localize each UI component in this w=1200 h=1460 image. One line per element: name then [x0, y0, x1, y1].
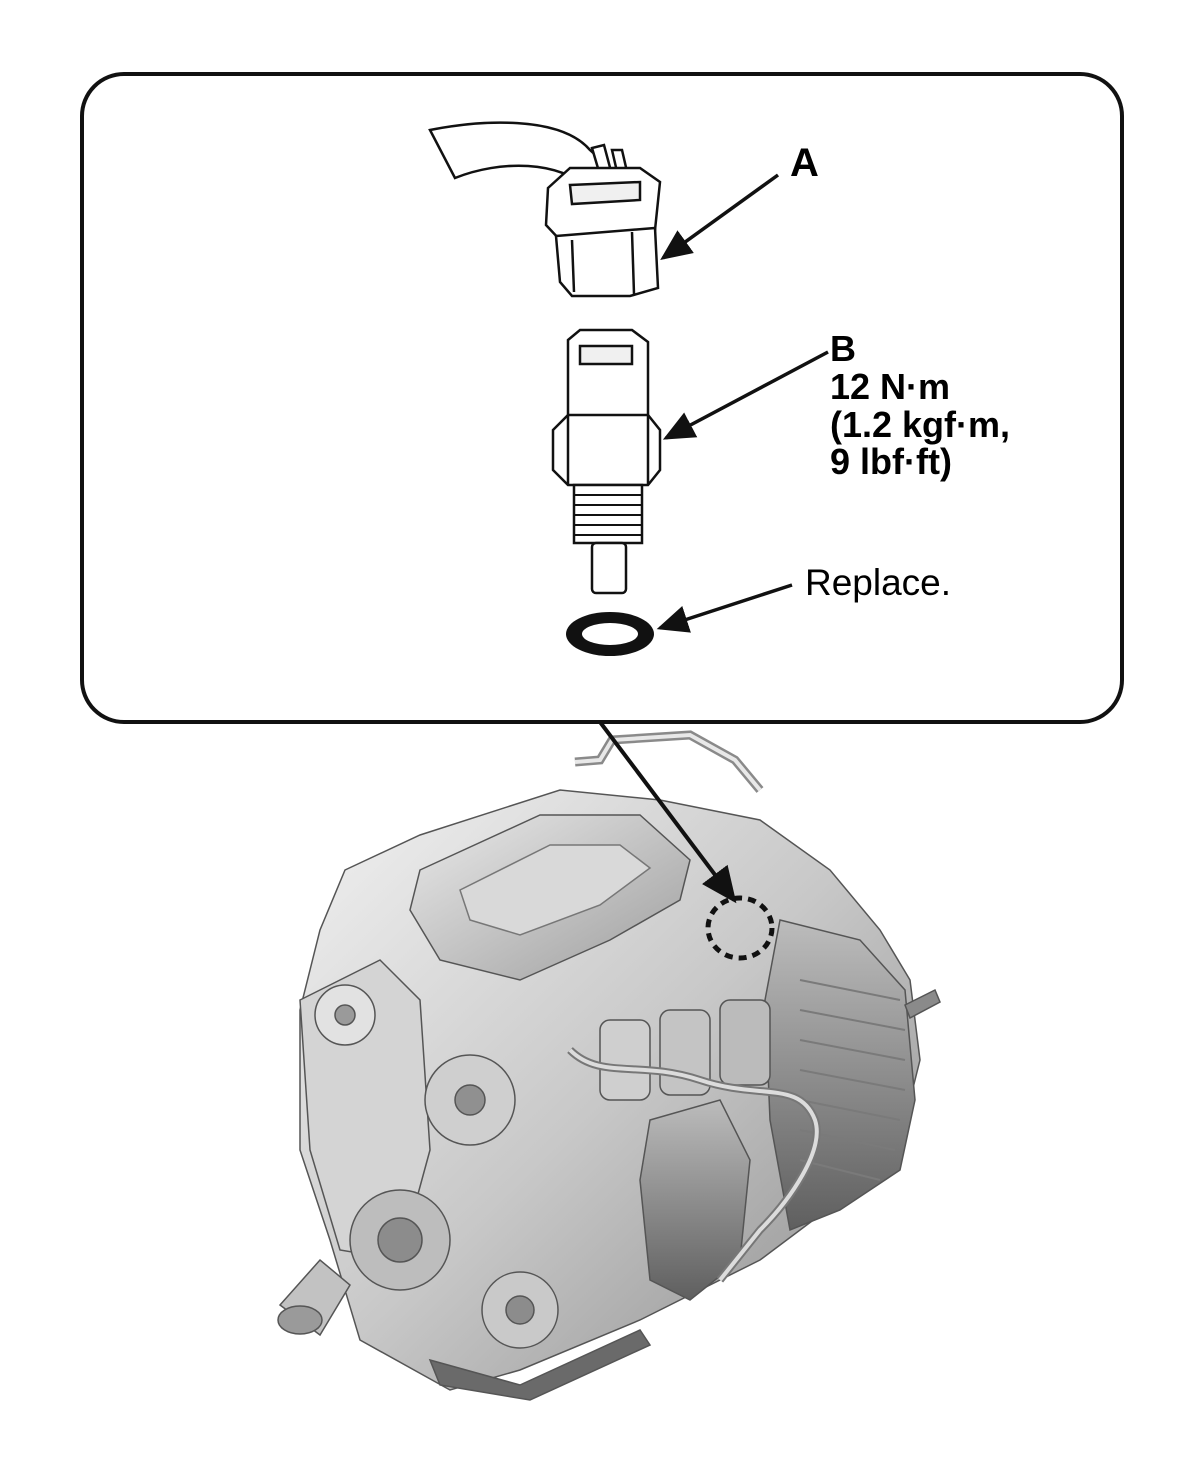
- torque-lbf: 9 lbf·ft): [830, 441, 952, 483]
- torque-kgf: (1.2 kgf·m,: [830, 403, 1011, 445]
- arrow-to-sensor-b: [662, 350, 829, 440]
- torque-nm: 12 N·m: [830, 365, 951, 407]
- replace-note: Replace.: [805, 562, 952, 603]
- label-b-group: B 12 N·m (1.2 kgf·m, 9 lbf·ft): [830, 330, 1010, 481]
- label-a: A: [790, 141, 819, 185]
- sensor-b: [551, 328, 662, 595]
- sensor-location-marker: [705, 895, 775, 961]
- arrow-to-connector-a: [660, 173, 780, 261]
- arrow-to-o-ring: [656, 583, 793, 633]
- label-b: B: [830, 328, 856, 369]
- connector-a: [428, 121, 662, 298]
- o-ring-washer: [566, 612, 654, 656]
- engine-illustration: [277, 730, 941, 1401]
- location-leader-line: [598, 720, 737, 904]
